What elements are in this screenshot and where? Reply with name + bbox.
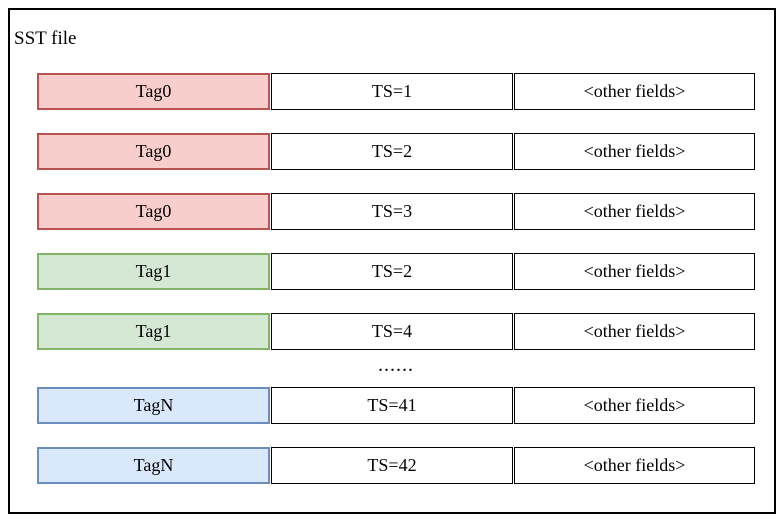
other-fields-cell: <other fields> xyxy=(514,313,755,350)
record-row: Tag0 TS=3 <other fields> xyxy=(37,193,755,230)
tag-cell: TagN xyxy=(37,387,270,424)
tag-cell: Tag1 xyxy=(37,253,270,290)
tag-cell: TagN xyxy=(37,447,270,484)
ellipsis-row: ...... xyxy=(378,354,414,376)
other-fields-cell: <other fields> xyxy=(514,193,755,230)
tag-cell: Tag0 xyxy=(37,73,270,110)
other-fields-cell: <other fields> xyxy=(514,73,755,110)
other-fields-cell: <other fields> xyxy=(514,133,755,170)
tag-cell: Tag0 xyxy=(37,133,270,170)
other-fields-cell: <other fields> xyxy=(514,387,755,424)
sst-file-container: SST file Tag0 TS=1 <other fields> Tag0 T… xyxy=(8,8,776,514)
record-row: Tag1 TS=2 <other fields> xyxy=(37,253,755,290)
diagram-title: SST file xyxy=(14,28,77,49)
tag-cell: Tag0 xyxy=(37,193,270,230)
record-row: TagN TS=42 <other fields> xyxy=(37,447,755,484)
timestamp-cell: TS=1 xyxy=(271,73,513,110)
timestamp-cell: TS=2 xyxy=(271,133,513,170)
timestamp-cell: TS=3 xyxy=(271,193,513,230)
record-row: Tag0 TS=2 <other fields> xyxy=(37,133,755,170)
record-row: Tag1 TS=4 <other fields> xyxy=(37,313,755,350)
timestamp-cell: TS=2 xyxy=(271,253,513,290)
timestamp-cell: TS=42 xyxy=(271,447,513,484)
timestamp-cell: TS=41 xyxy=(271,387,513,424)
other-fields-cell: <other fields> xyxy=(514,447,755,484)
record-row: TagN TS=41 <other fields> xyxy=(37,387,755,424)
other-fields-cell: <other fields> xyxy=(514,253,755,290)
tag-cell: Tag1 xyxy=(37,313,270,350)
record-row: Tag0 TS=1 <other fields> xyxy=(37,73,755,110)
timestamp-cell: TS=4 xyxy=(271,313,513,350)
rows-container: Tag0 TS=1 <other fields> Tag0 TS=2 <othe… xyxy=(37,73,755,507)
